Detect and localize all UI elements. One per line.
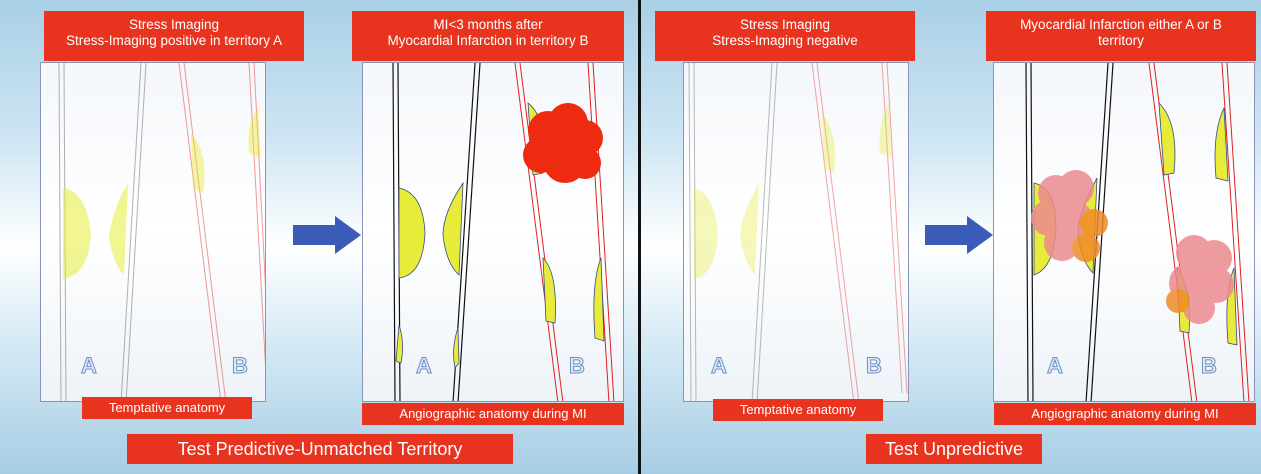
panel1-territory-b: B — [232, 353, 248, 379]
panel2-bottom-label: Angiographic anatomy during MI — [362, 403, 624, 425]
panel1-territory-a: A — [81, 353, 97, 379]
panel3-bottom-label: Temptative anatomy — [713, 399, 883, 421]
panel2-header: MI<3 months after Myocardial Infarction … — [352, 11, 624, 61]
panel1-plaque-a-right — [109, 183, 128, 275]
right-arrow-icon — [925, 216, 993, 254]
left-caption: Test Predictive-Unmatched Territory — [127, 434, 513, 464]
panel4-territory-b: B — [1201, 353, 1217, 379]
infarct-b — [1166, 235, 1234, 324]
panel1-plaque-b-left — [191, 133, 205, 193]
panel1-bottom-label: Temptative anatomy — [82, 397, 252, 419]
panel4-vessels — [994, 63, 1255, 402]
panel3-territory-b: B — [866, 353, 882, 379]
panel2-vessels — [363, 63, 624, 402]
panel1-title-line2: Stress-Imaging positive in territory A — [44, 33, 304, 49]
panel4-title-line2: territory — [986, 33, 1256, 49]
panel1-title-line1: Stress Imaging — [44, 17, 304, 33]
panel4-header: Myocardial Infarction either A or B terr… — [986, 11, 1256, 61]
panel4-diagram: A B — [993, 62, 1255, 402]
panel3-title-line2: Stress-Imaging negative — [655, 33, 915, 49]
panel1-vessels — [41, 63, 266, 402]
panel3-territory-a: A — [711, 353, 727, 379]
panel2-title-line1: MI<3 months after — [352, 17, 624, 33]
panel2-territory-a: A — [416, 353, 432, 379]
panel2-plaque-b-right — [594, 258, 604, 341]
panel3-diagram: A B — [683, 62, 909, 402]
panel2-plaque-a-left — [399, 188, 425, 278]
panel2-title-line2: Myocardial Infarction in territory B — [352, 33, 624, 49]
section-divider — [638, 0, 641, 474]
panel2-territory-b: B — [569, 353, 585, 379]
panel1-plaque-a-left — [63, 188, 91, 279]
panel2-plaque-b-mid — [543, 258, 556, 323]
panel4-title-line1: Myocardial Infarction either A or B — [986, 17, 1256, 33]
panel3-vessels — [684, 63, 909, 402]
right-caption: Test Unpredictive — [866, 434, 1042, 464]
panel2-diagram: A B — [362, 62, 624, 402]
panel1-header: Stress Imaging Stress-Imaging positive i… — [44, 11, 304, 61]
panel1-plaque-b-right — [248, 108, 261, 158]
panel3-title-line1: Stress Imaging — [655, 17, 915, 33]
panel4-territory-a: A — [1047, 353, 1063, 379]
panel1-diagram: A B — [40, 62, 266, 402]
panel3-header: Stress Imaging Stress-Imaging negative — [655, 11, 915, 61]
panel2-plaque-a-right — [443, 183, 463, 275]
right-arrow-icon — [293, 216, 361, 254]
panel4-bottom-label: Angiographic anatomy during MI — [994, 403, 1256, 425]
